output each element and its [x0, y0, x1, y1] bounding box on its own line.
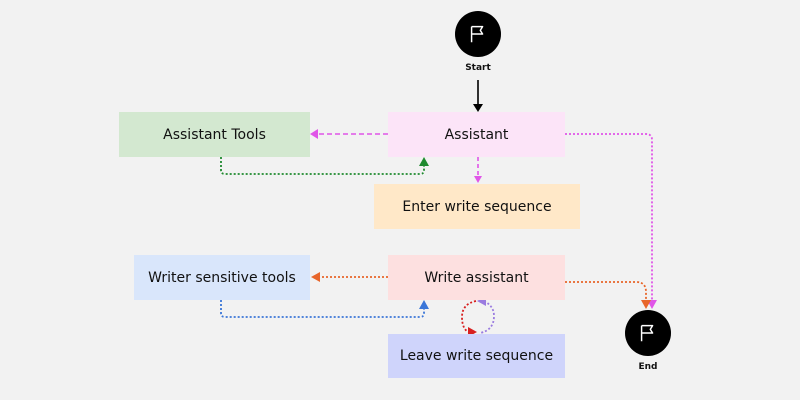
- node-writer-sensitive-tools-label: Writer sensitive tools: [148, 269, 296, 286]
- edge-assistant-to-tools-arrow: [310, 129, 318, 139]
- node-writer-sensitive-tools[interactable]: Writer sensitive tools: [134, 255, 310, 300]
- start-node[interactable]: [455, 11, 501, 57]
- edge-write-to-end: [565, 281, 647, 300]
- edge-tools-to-assistant-arrow: [419, 157, 429, 166]
- edge-sensitive-to-write-arrow: [419, 300, 429, 309]
- start-label: Start: [465, 63, 491, 73]
- node-enter-write-sequence-label: Enter write sequence: [402, 198, 552, 215]
- node-enter-write-sequence[interactable]: Enter write sequence: [374, 184, 580, 229]
- edge-start-to-assistant-arrow: [473, 104, 483, 112]
- node-write-assistant[interactable]: Write assistant: [388, 255, 565, 300]
- end-node[interactable]: [625, 310, 671, 356]
- node-assistant-tools-label: Assistant Tools: [163, 126, 266, 143]
- edge-tools-to-assistant: [220, 157, 425, 175]
- edge-write-to-end-arrow: [641, 300, 651, 309]
- flag-icon: [640, 324, 654, 342]
- node-leave-write-sequence[interactable]: Leave write sequence: [388, 334, 565, 378]
- edge-write-to-sensitive-arrow: [311, 272, 320, 282]
- flag-icon: [470, 25, 484, 43]
- node-write-assistant-label: Write assistant: [424, 269, 529, 286]
- edge-sensitive-to-write: [220, 300, 425, 318]
- edge-assistant-to-end: [565, 133, 653, 300]
- node-leave-write-sequence-label: Leave write sequence: [399, 348, 554, 364]
- end-label: End: [638, 362, 658, 372]
- edge-assistant-to-enter-arrow: [474, 176, 482, 183]
- node-assistant[interactable]: Assistant: [388, 112, 565, 157]
- node-assistant-label: Assistant: [444, 126, 509, 143]
- node-assistant-tools[interactable]: Assistant Tools: [119, 112, 310, 157]
- edge-loop-leave-to-write: [479, 300, 495, 334]
- edge-loop-write-to-leave: [461, 300, 477, 333]
